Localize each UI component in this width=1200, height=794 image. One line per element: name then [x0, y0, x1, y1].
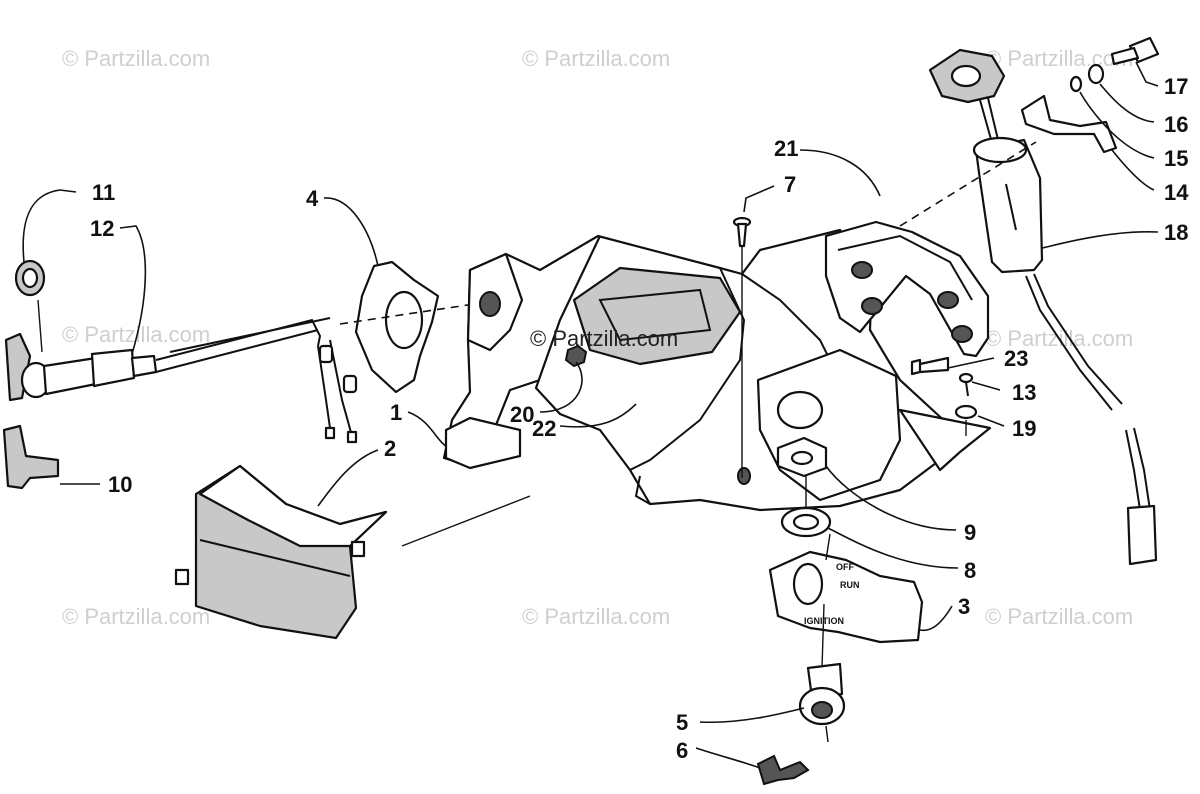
part-15-washer: [1069, 75, 1083, 93]
part-23-bolt: [910, 356, 950, 376]
callout-7: 7: [784, 172, 796, 197]
watermark-mid-left: © Partzilla.com: [62, 322, 210, 347]
callout-18: 18: [1164, 220, 1188, 245]
part-6-key: [756, 754, 810, 786]
callout-4: 4: [306, 186, 319, 211]
part-20-nut: [564, 344, 588, 368]
switch-off-label: OFF: [836, 562, 854, 572]
watermark-top-right: © Partzilla.com: [985, 46, 1133, 71]
callout-23: 23: [1004, 346, 1028, 371]
part-19-washer: [954, 404, 978, 420]
callout-20: 20: [510, 402, 534, 427]
part-21-bracket: [824, 220, 990, 358]
part-17-knob: [928, 48, 1006, 151]
part-14-clamp: [1020, 94, 1118, 154]
callout-14: 14: [1164, 180, 1189, 205]
part-10-lever: [2, 424, 60, 490]
watermark-center: © Partzilla.com: [530, 326, 678, 351]
callout-3: 3: [958, 594, 970, 619]
part-13-screw: [958, 372, 974, 397]
watermark-bottom-left: © Partzilla.com: [62, 604, 210, 629]
part-7-screw: [732, 216, 752, 478]
callout-13: 13: [1012, 380, 1036, 405]
callout-numbers: 11 12 10 4 1 2 20 22 7 21 23 13 19 9 8 3…: [90, 74, 1189, 763]
callout-9: 9: [964, 520, 976, 545]
callout-19: 19: [1012, 416, 1036, 441]
part-4-plate: [354, 260, 440, 394]
part-8-lockwasher: [780, 506, 832, 538]
part-2-cover: [174, 464, 388, 640]
callout-6: 6: [676, 738, 688, 763]
part-5-switch: [798, 662, 846, 726]
watermark-bottom-right: © Partzilla.com: [985, 604, 1133, 629]
callout-10: 10: [108, 472, 132, 497]
callout-1: 1: [390, 400, 402, 425]
callout-12: 12: [90, 216, 114, 241]
part-18-pump: [972, 136, 1158, 566]
callout-16: 16: [1164, 112, 1188, 137]
callout-11: 11: [92, 180, 115, 205]
watermark-top-center: © Partzilla.com: [522, 46, 670, 71]
watermark-bottom-center: © Partzilla.com: [522, 604, 670, 629]
part-3-switch-plate: OFF RUN IGNITION: [768, 550, 924, 644]
callout-17: 17: [1164, 74, 1188, 99]
watermark-top-left: © Partzilla.com: [62, 46, 210, 71]
part-11-ring: [14, 259, 46, 297]
callout-22: 22: [532, 416, 556, 441]
callout-5: 5: [676, 710, 688, 735]
switch-run-label: RUN: [840, 580, 860, 590]
part-17-bolt: [1110, 36, 1160, 66]
callout-leaders: [22, 61, 1159, 769]
callout-2: 2: [384, 436, 396, 461]
callout-8: 8: [964, 558, 976, 583]
part-9-nut: [776, 436, 828, 478]
callout-15: 15: [1164, 146, 1188, 171]
callout-21: 21: [774, 136, 798, 161]
part-16-washer: [1087, 63, 1105, 85]
part-12-lever-assembly: [4, 317, 358, 444]
